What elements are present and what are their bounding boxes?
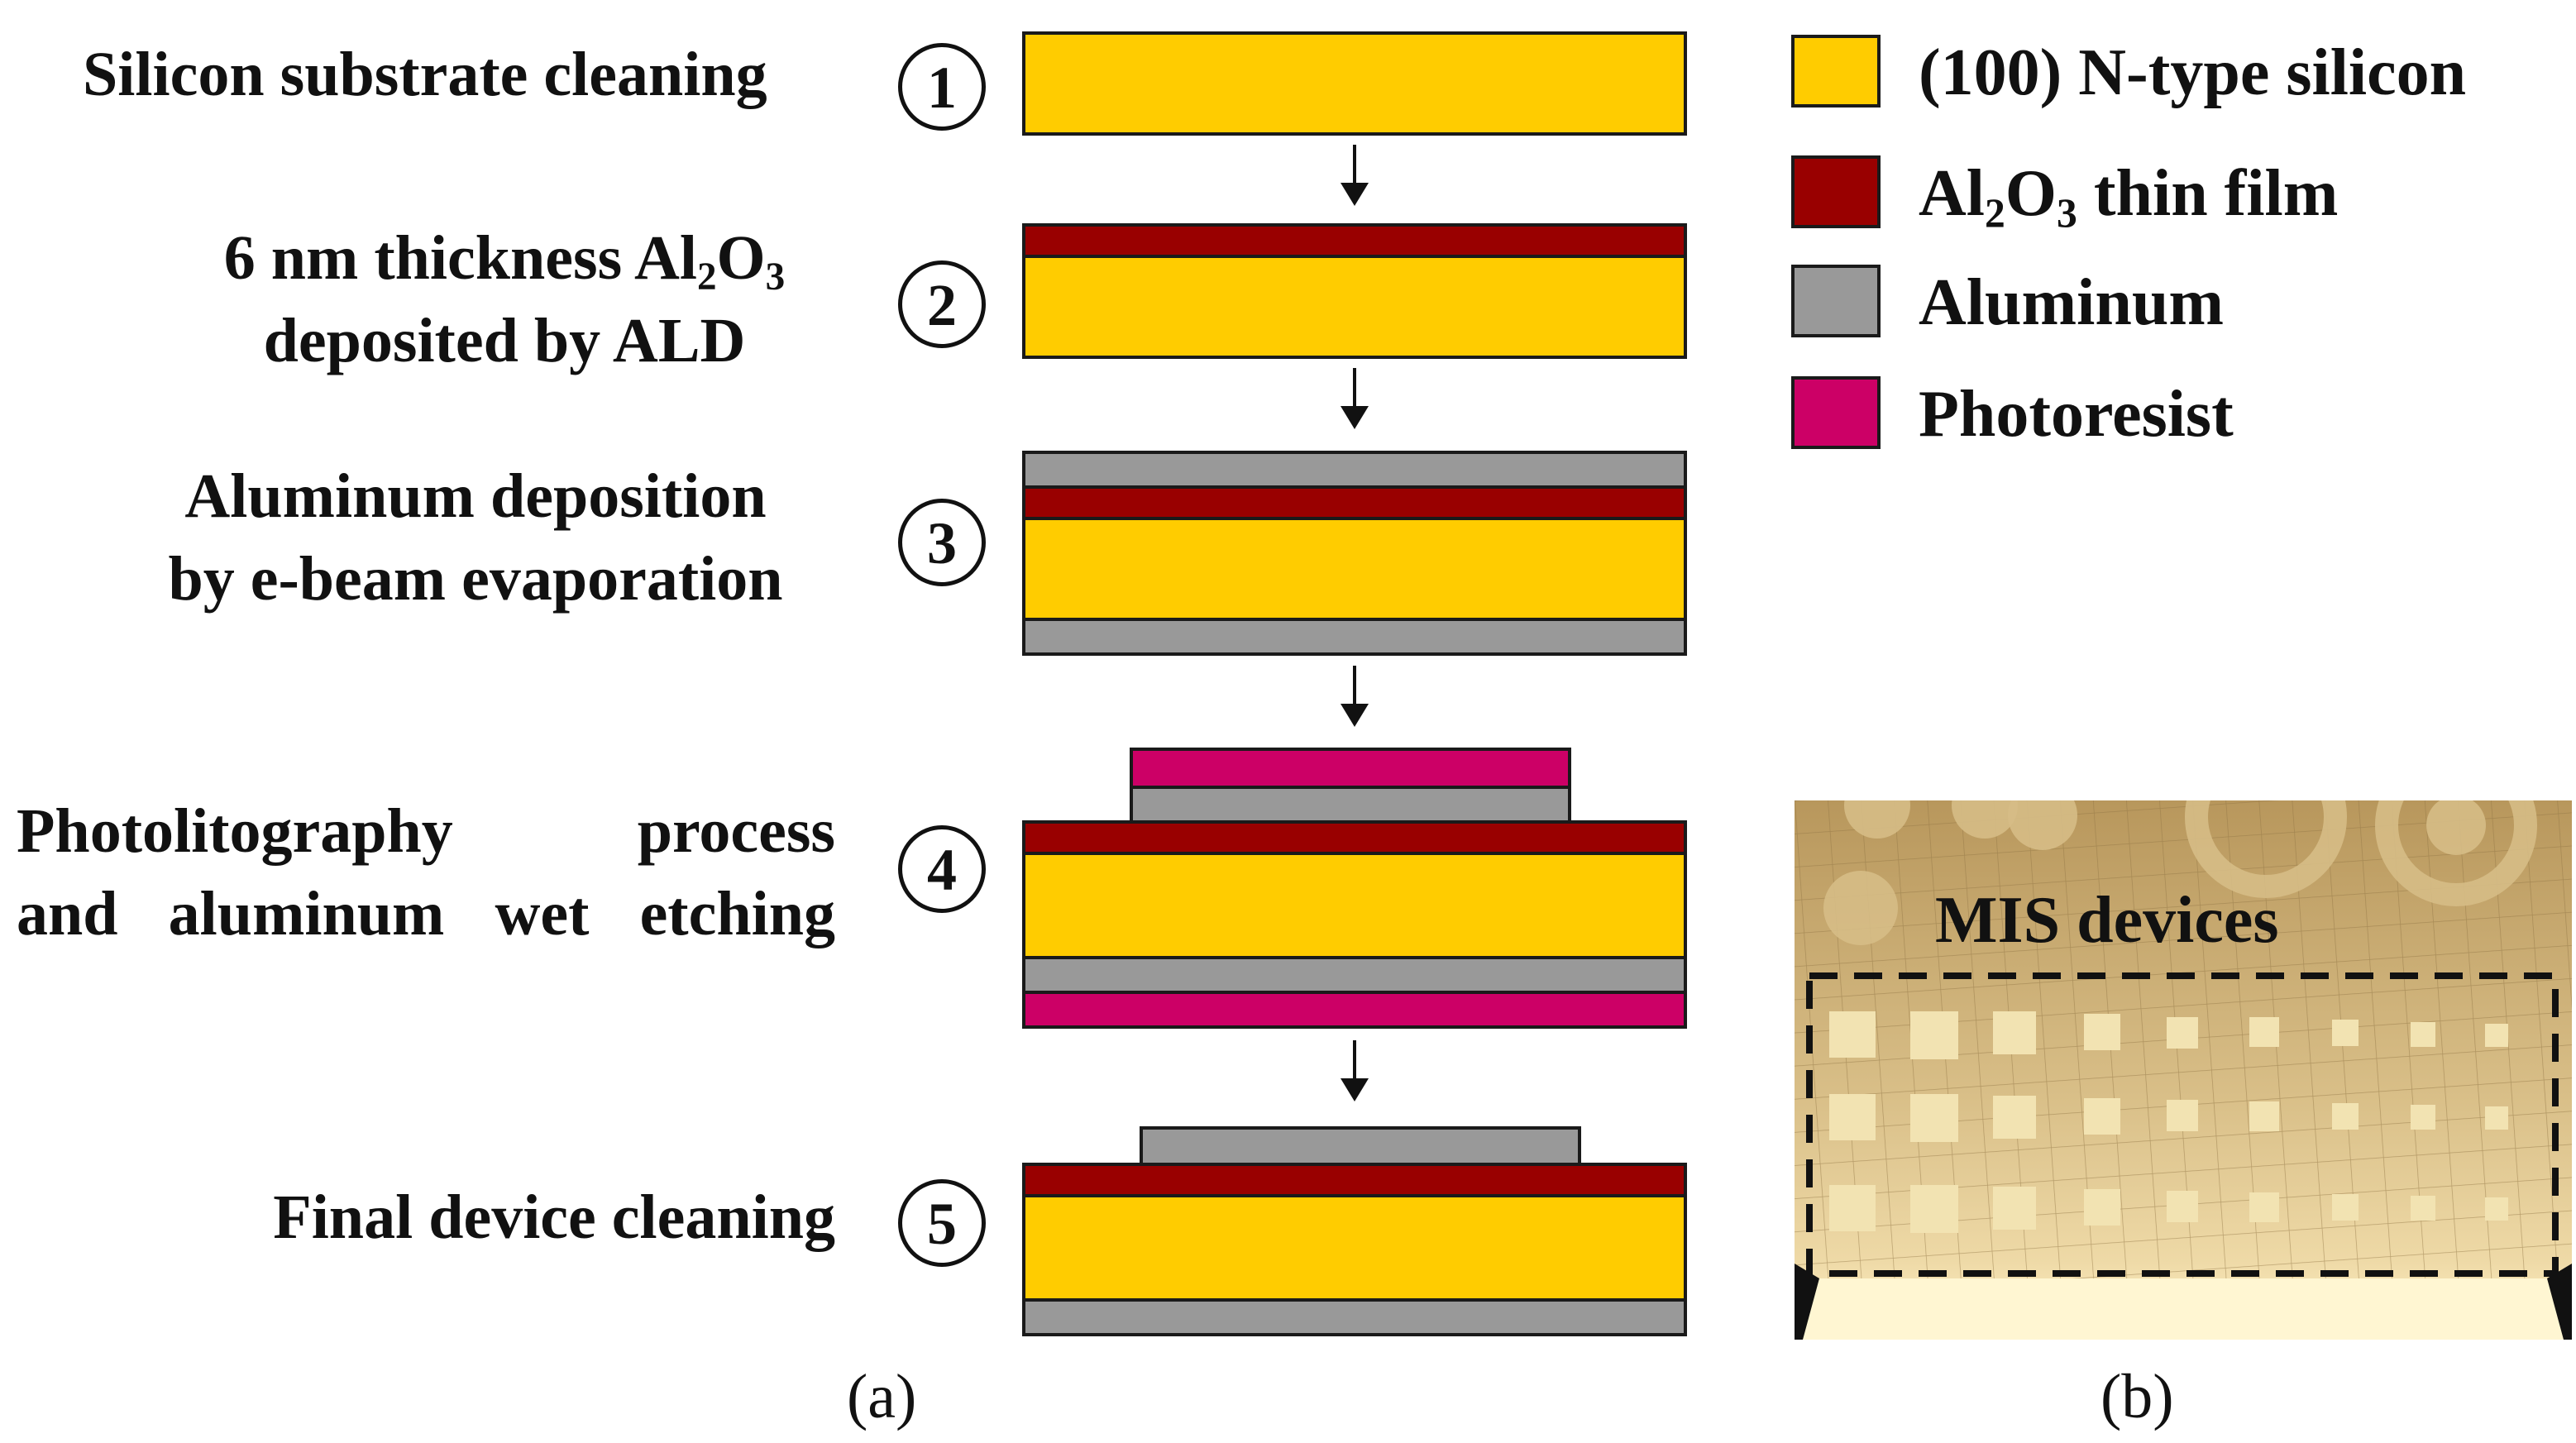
step-4-oxide-layer <box>1022 820 1687 855</box>
step-5-label: Final device cleaning <box>273 1183 835 1252</box>
step-4-label: Photolitography process and aluminum wet… <box>17 796 835 949</box>
legend-aluminum-label: Aluminum <box>1919 266 2224 339</box>
panel-label-a: (a) <box>847 1362 917 1431</box>
step-5-aluminum-top <box>1140 1126 1581 1166</box>
mis-devices-label: MIS devices <box>1935 884 2279 957</box>
legend-aluminum-swatch <box>1791 265 1881 337</box>
micrograph-graphic <box>1795 800 2572 1340</box>
step-5-oxide-layer <box>1022 1163 1687 1197</box>
step-3-silicon-layer <box>1022 517 1687 621</box>
step-4-photoresist-top <box>1130 748 1571 789</box>
arrow-1-2 <box>1341 145 1369 206</box>
step-3-oxide-layer <box>1022 485 1687 520</box>
step-4-number: 4 <box>898 825 986 913</box>
step-1-silicon-layer <box>1022 31 1687 136</box>
step-2-oxide-layer <box>1022 223 1687 258</box>
step-2-silicon-layer <box>1022 255 1687 359</box>
step-4-aluminum-top <box>1130 786 1571 824</box>
mis-devices-photo: MIS devices <box>1795 800 2572 1340</box>
step-3-number: 3 <box>898 499 986 586</box>
step-3-aluminum-bottom <box>1022 618 1687 656</box>
step-2-label: 6 nm thickness Al2O3 deposited by ALD <box>223 223 786 376</box>
step-3-aluminum-top <box>1022 451 1687 489</box>
legend-photoresist-swatch <box>1791 376 1881 449</box>
legend-oxide-swatch <box>1791 155 1881 228</box>
step-1-number: 1 <box>898 43 986 131</box>
step-2-number: 2 <box>898 260 986 348</box>
legend-silicon-label: (100) N-type silicon <box>1919 36 2467 109</box>
step-4-silicon-layer <box>1022 852 1687 959</box>
step-5-silicon-layer <box>1022 1194 1687 1302</box>
arrow-3-4 <box>1341 666 1369 727</box>
step-3-label: Aluminum deposition by e-beam evaporatio… <box>168 461 783 614</box>
arrow-2-3 <box>1341 368 1369 429</box>
legend-photoresist-label: Photoresist <box>1919 378 2234 451</box>
legend-silicon-swatch <box>1791 35 1881 108</box>
step-4-photoresist-bottom <box>1022 991 1687 1029</box>
step-5-aluminum-bottom <box>1022 1298 1687 1336</box>
arrow-4-5 <box>1341 1040 1369 1101</box>
step-4-aluminum-bottom <box>1022 956 1687 994</box>
step-5-number: 5 <box>898 1179 986 1267</box>
legend-oxide-label: Al2O3 thin film <box>1919 157 2339 236</box>
panel-label-b: (b) <box>2100 1362 2174 1431</box>
step-1-label: Silicon substrate cleaning <box>83 40 767 109</box>
